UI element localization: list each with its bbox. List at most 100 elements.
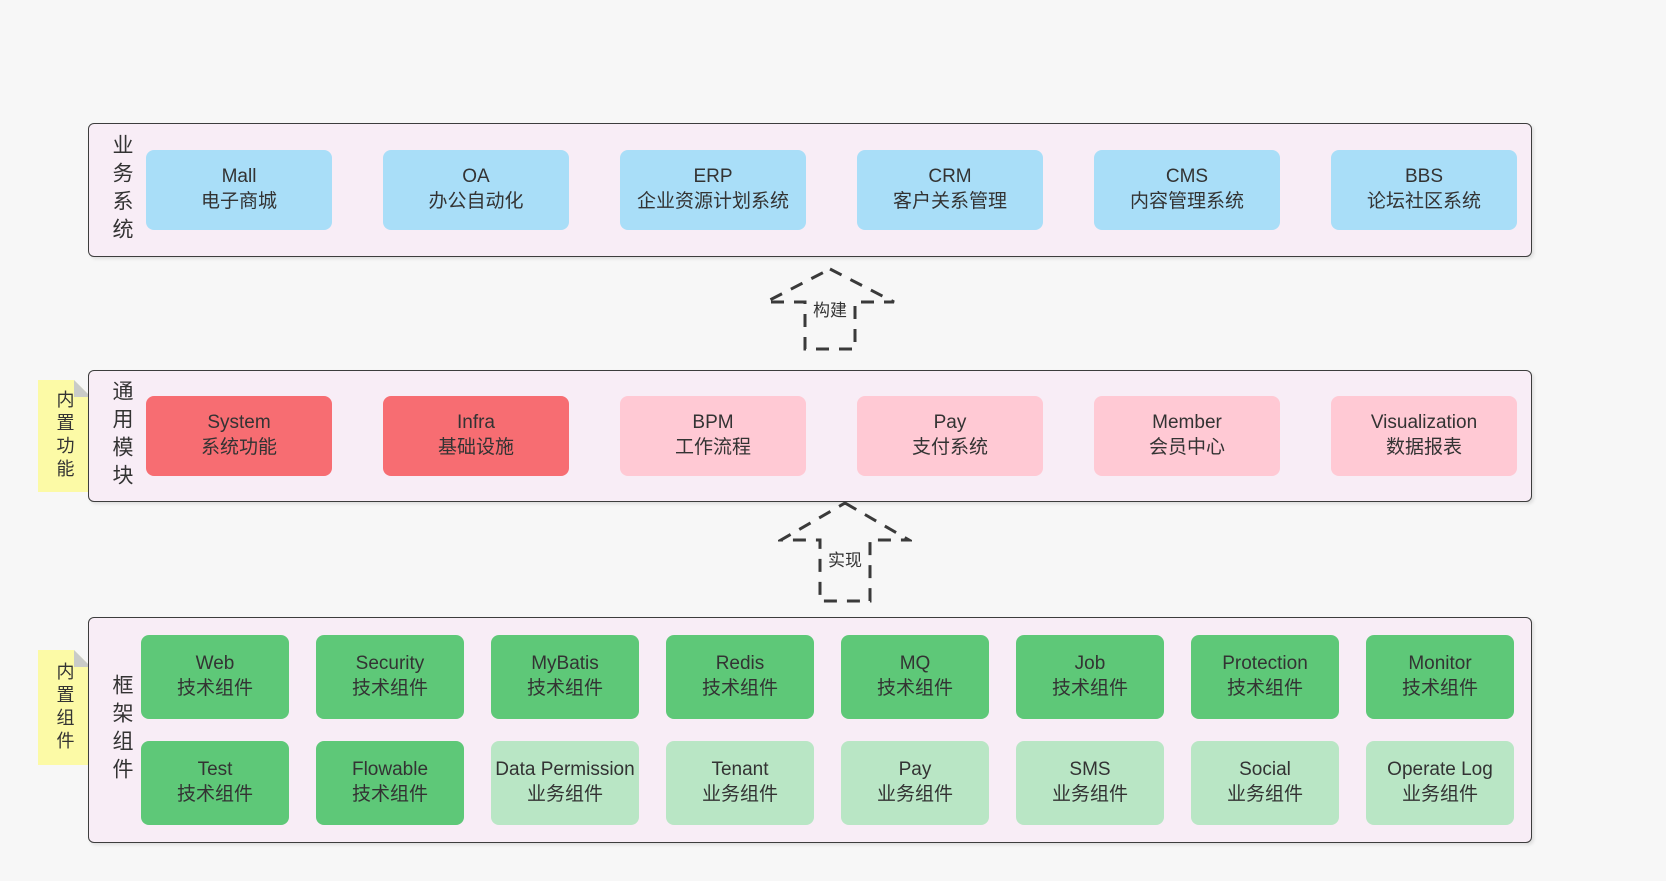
box-data-permission: Data Permission 业务组件 <box>491 741 639 825</box>
box-oa: OA 办公自动化 <box>383 150 569 230</box>
box-subtitle: 企业资源计划系统 <box>636 191 789 212</box>
box-title: Operate Log <box>1387 759 1493 781</box>
box-title: Infra <box>456 412 496 434</box>
box-pay-component: Pay 业务组件 <box>841 741 989 825</box>
build-arrow: 构建 <box>763 266 897 352</box>
box-subtitle: 会员中心 <box>1148 437 1225 458</box>
box-subtitle: 业务组件 <box>701 784 778 805</box>
module-box-row: System 系统功能 Infra 基础设施 BPM 工作流程 Pay 支付系统… <box>146 396 1517 476</box>
box-title: Mall <box>221 166 257 188</box>
box-web: Web 技术组件 <box>141 635 289 719</box>
box-erp: ERP 企业资源计划系统 <box>620 150 806 230</box>
implement-arrow-label: 实现 <box>822 545 868 572</box>
box-subtitle: 技术组件 <box>351 784 428 805</box>
side-label-framework-components: 框架组件 <box>110 674 133 786</box>
box-subtitle: 技术组件 <box>176 678 253 699</box>
box-title: System <box>207 412 271 434</box>
side-label-common-modules: 通用模块 <box>110 380 133 492</box>
box-subtitle: 客户关系管理 <box>892 191 1007 212</box>
box-bbs: BBS 论坛社区系统 <box>1331 150 1517 230</box>
box-title: MQ <box>899 653 931 675</box>
box-subtitle: 基础设施 <box>437 437 514 458</box>
framework-components-panel: 框架组件 Web 技术组件 Security 技术组件 MyBatis 技术组件… <box>88 617 1532 843</box>
box-subtitle: 技术组件 <box>526 678 603 699</box>
box-subtitle: 支付系统 <box>911 437 988 458</box>
build-arrow-label: 构建 <box>807 295 853 322</box>
box-title: Protection <box>1222 653 1308 675</box>
box-subtitle: 内容管理系统 <box>1129 191 1244 212</box>
box-title: ERP <box>693 166 733 188</box>
box-subtitle: 电子商城 <box>200 191 277 212</box>
box-title: OA <box>462 166 490 188</box>
sticky-built-in-components: 内置组件 <box>38 650 91 765</box>
box-cms: CMS 内容管理系统 <box>1094 150 1280 230</box>
box-subtitle: 技术组件 <box>1051 678 1128 699</box>
box-sms: SMS 业务组件 <box>1016 741 1164 825</box>
sticky-fold-icon <box>74 380 91 397</box>
box-title: BBS <box>1404 166 1444 188</box>
box-subtitle: 技术组件 <box>876 678 953 699</box>
box-title: Pay <box>933 412 967 434</box>
box-title: Member <box>1152 412 1222 434</box>
business-box-row: Mall 电子商城 OA 办公自动化 ERP 企业资源计划系统 CRM 客户关系… <box>146 150 1517 230</box>
box-title: Tenant <box>711 759 769 781</box>
sticky-label: 内置功能 <box>54 390 75 482</box>
box-visualization: Visualization 数据报表 <box>1331 396 1517 476</box>
box-title: Test <box>197 759 233 781</box>
sticky-built-in-features: 内置功能 <box>38 380 91 492</box>
up-arrow-outline-icon <box>765 267 895 351</box>
box-title: BPM <box>692 412 734 434</box>
sticky-fold-icon <box>74 650 91 667</box>
box-pay-module: Pay 支付系统 <box>857 396 1043 476</box>
component-rows: Web 技术组件 Security 技术组件 MyBatis 技术组件 Redi… <box>141 635 1514 825</box>
box-title: CRM <box>928 166 972 188</box>
box-subtitle: 技术组件 <box>351 678 428 699</box>
box-subtitle: 技术组件 <box>1226 678 1303 699</box>
component-row-2: Test 技术组件 Flowable 技术组件 Data Permission … <box>141 741 1514 825</box>
box-title: MyBatis <box>531 653 599 675</box>
box-title: Data Permission <box>495 759 635 781</box>
box-monitor: Monitor 技术组件 <box>1366 635 1514 719</box>
box-subtitle: 业务组件 <box>1051 784 1128 805</box>
box-tenant: Tenant 业务组件 <box>666 741 814 825</box>
common-modules-panel: 通用模块 System 系统功能 Infra 基础设施 BPM 工作流程 Pay… <box>88 370 1532 502</box>
box-title: Redis <box>715 653 765 675</box>
box-title: Pay <box>898 759 932 781</box>
business-systems-panel: 业务系统 Mall 电子商城 OA 办公自动化 ERP 企业资源计划系统 CRM… <box>88 123 1532 257</box>
box-security: Security 技术组件 <box>316 635 464 719</box>
box-title: Flowable <box>351 759 429 781</box>
box-subtitle: 业务组件 <box>526 784 603 805</box>
box-subtitle: 技术组件 <box>701 678 778 699</box>
box-operate-log: Operate Log 业务组件 <box>1366 741 1514 825</box>
box-crm: CRM 客户关系管理 <box>857 150 1043 230</box>
box-subtitle: 技术组件 <box>176 784 253 805</box>
box-subtitle: 业务组件 <box>1226 784 1303 805</box>
implement-arrow: 实现 <box>778 500 912 604</box>
box-redis: Redis 技术组件 <box>666 635 814 719</box>
box-title: Visualization <box>1370 412 1478 434</box>
box-title: Job <box>1074 653 1106 675</box>
box-subtitle: 系统功能 <box>200 437 277 458</box>
box-job: Job 技术组件 <box>1016 635 1164 719</box>
side-label-business-systems: 业务系统 <box>110 134 133 246</box>
box-subtitle: 技术组件 <box>1401 678 1478 699</box>
box-title: SMS <box>1069 759 1111 781</box>
box-title: Monitor <box>1408 653 1472 675</box>
box-protection: Protection 技术组件 <box>1191 635 1339 719</box>
box-subtitle: 工作流程 <box>674 437 751 458</box>
box-title: CMS <box>1165 166 1209 188</box>
box-system: System 系统功能 <box>146 396 332 476</box>
box-member: Member 会员中心 <box>1094 396 1280 476</box>
box-bpm: BPM 工作流程 <box>620 396 806 476</box>
box-infra: Infra 基础设施 <box>383 396 569 476</box>
box-title: Social <box>1239 759 1291 781</box>
box-mall: Mall 电子商城 <box>146 150 332 230</box>
box-subtitle: 业务组件 <box>1401 784 1478 805</box>
box-subtitle: 办公自动化 <box>428 191 524 212</box>
box-test: Test 技术组件 <box>141 741 289 825</box>
box-flowable: Flowable 技术组件 <box>316 741 464 825</box>
box-mq: MQ 技术组件 <box>841 635 989 719</box>
box-social: Social 业务组件 <box>1191 741 1339 825</box>
box-mybatis: MyBatis 技术组件 <box>491 635 639 719</box>
